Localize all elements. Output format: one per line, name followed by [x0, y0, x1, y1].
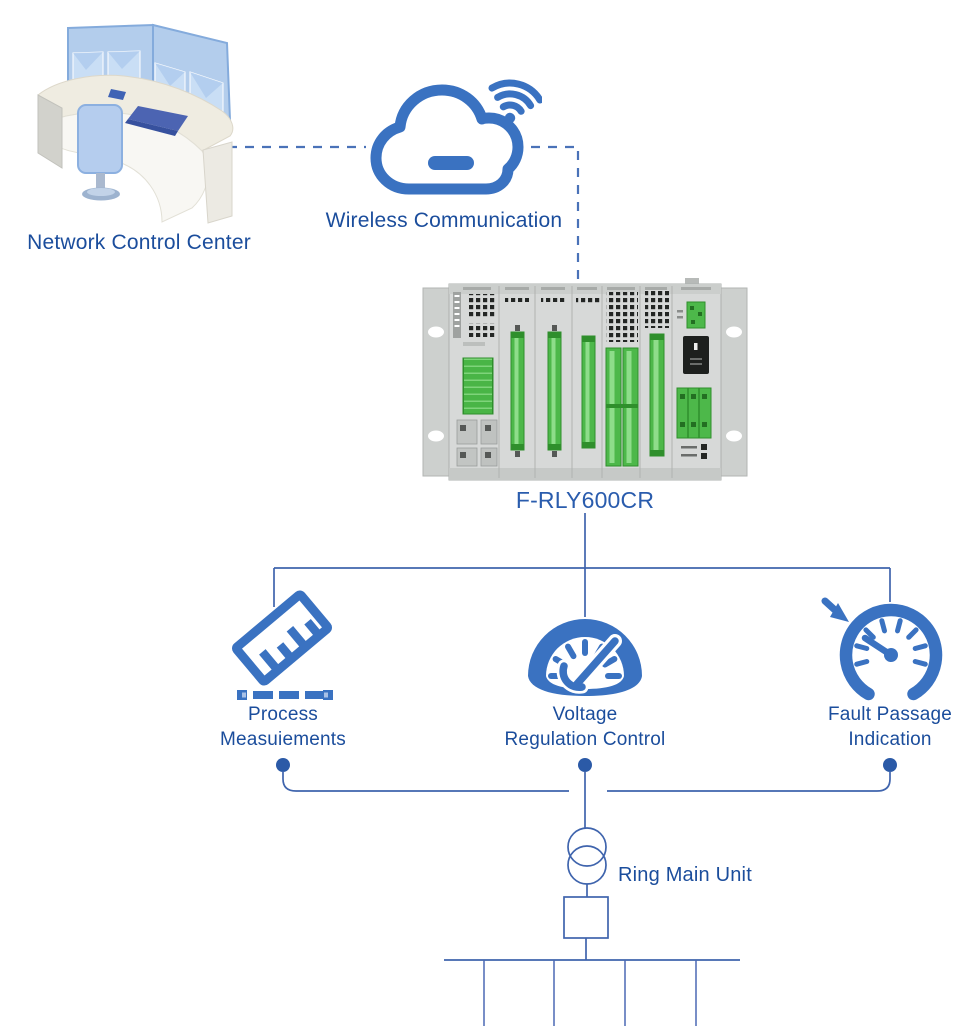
fault-gauge-ticks — [854, 618, 928, 667]
module-power — [676, 301, 712, 459]
wireless-communication-label: Wireless Communication — [325, 209, 563, 232]
fault-gauge-needle — [861, 634, 898, 662]
device-antenna-stub — [685, 278, 699, 286]
mounting-ears — [422, 287, 748, 477]
ruler-baseline-dashes — [237, 690, 333, 700]
cloud-body — [370, 84, 524, 195]
fault-passage-line1: Fault Passage — [827, 704, 953, 725]
ruler-body — [232, 590, 332, 686]
desk-left-leg — [37, 94, 63, 169]
fault-passage-line2: Indication — [848, 729, 932, 750]
desk-right-leg — [202, 141, 233, 224]
process-measurements-line1: Process — [247, 704, 319, 725]
module-top-prints — [463, 287, 711, 290]
function-node-dots — [276, 758, 897, 772]
fault-passage-label: Fault Passage Indication — [790, 702, 972, 752]
ruler-icon — [232, 590, 333, 700]
module-relay-single — [645, 290, 669, 457]
process-measurements-label: Process Measuiements — [183, 702, 383, 752]
protection-relay-rack-icon — [422, 278, 748, 481]
feeder-lines — [483, 960, 697, 1026]
dashed-link-cloud-device — [531, 145, 580, 281]
transformer-symbol — [567, 827, 607, 897]
fault-arrow — [821, 597, 849, 622]
device-model-label: F-RLY600CR — [515, 487, 655, 513]
cloud-wifi-icon — [370, 79, 542, 195]
ring-main-unit-label: Ring Main Unit — [618, 864, 752, 886]
module-dividers — [498, 286, 673, 478]
process-measurements-line2: Measuiements — [220, 729, 346, 750]
breaker-box — [563, 896, 609, 939]
desk-keyboard-edge — [125, 119, 178, 136]
module-relay-double — [605, 292, 639, 467]
voltage-regulation-line1: Voltage — [552, 704, 618, 725]
fault-gauge-ring — [839, 603, 943, 701]
speedometer-icon — [528, 619, 642, 696]
left-monitor-panel — [67, 23, 154, 94]
collector-curves — [282, 771, 891, 828]
wifi-arcs — [488, 79, 542, 124]
module-cpu — [453, 292, 498, 467]
module-io-cards — [505, 296, 600, 457]
cloud-dash — [428, 156, 474, 170]
gauge-needle — [556, 634, 622, 694]
voltage-regulation-line2: Regulation Control — [504, 729, 666, 750]
control-desk-icon — [37, 23, 234, 224]
voltage-regulation-label: Voltage Regulation Control — [485, 702, 685, 752]
desk-keyboard — [128, 106, 188, 131]
fault-gauge-icon — [821, 597, 943, 701]
desk-phone — [108, 89, 126, 100]
device-function-tree — [273, 513, 891, 617]
network-control-center-label: Network Control Center — [27, 231, 251, 254]
chair — [77, 104, 123, 201]
